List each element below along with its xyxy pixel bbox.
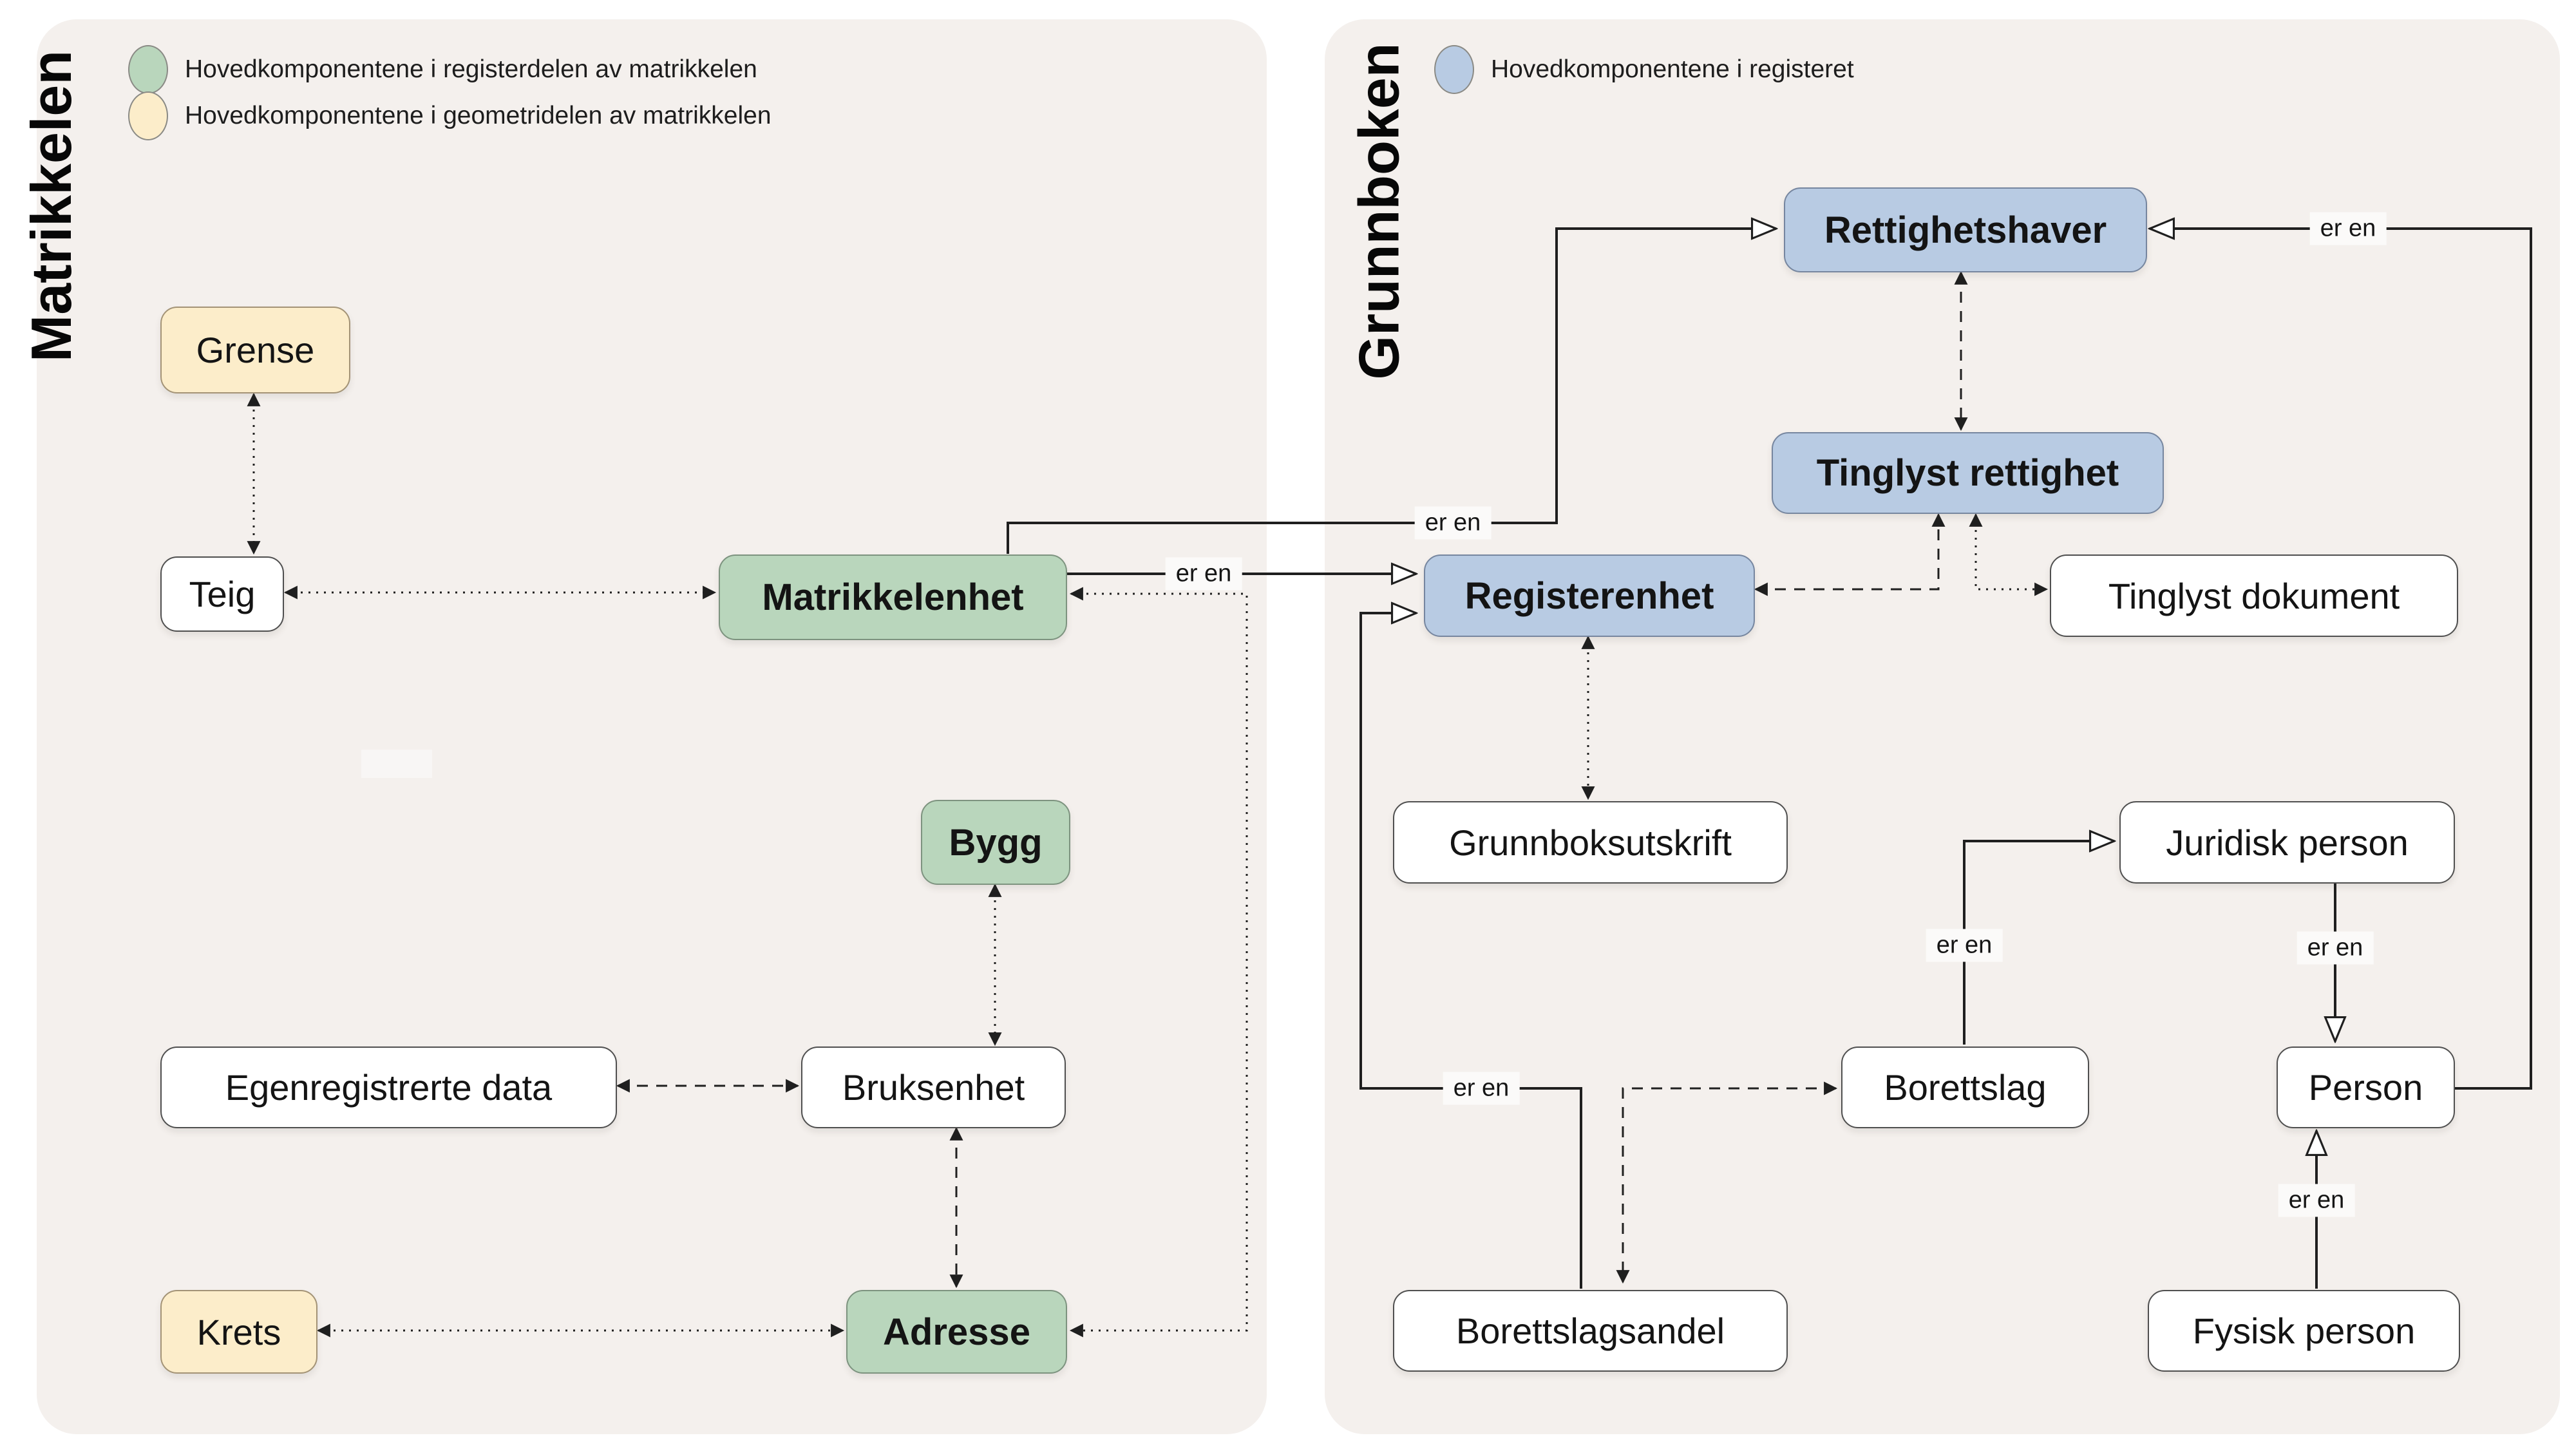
node-person: Person: [2277, 1046, 2455, 1128]
node-grunnboksutskrift: Grunnboksutskrift: [1393, 801, 1788, 884]
edge-borettslag-borettslagsandel: [1616, 1081, 1838, 1284]
legend-item-geometry-matrikkel: Hovedkomponentene i geometridelen av mat…: [128, 91, 772, 140]
edge-label-er-en: er en: [1165, 557, 1242, 591]
edge-label-er-en: er en: [2309, 212, 2387, 245]
edge-label-er-en: er en: [1926, 929, 2003, 962]
node-tinglyst-dokument: Tinglyst dokument: [2050, 554, 2458, 637]
node-matrikkelenhet: Matrikkelenhet: [719, 554, 1067, 640]
legend-item-register-matrikkel: Hovedkomponentene i registerdelen av mat…: [128, 45, 757, 94]
blank-patch: [361, 750, 432, 778]
legend-label: Hovedkomponentene i registeret: [1491, 55, 1854, 83]
node-registerenhet: Registerenhet: [1424, 554, 1755, 637]
panel-title-grunnboken: Grunnboken: [1341, 27, 1418, 395]
node-krets: Krets: [160, 1290, 317, 1374]
legend-label: Hovedkomponentene i registerdelen av mat…: [185, 55, 757, 83]
panel-title-text: Matrikkelen: [19, 50, 83, 363]
node-egenregistrerte-data: Egenregistrerte data: [160, 1046, 617, 1128]
edge-matrikkelenhet-adresse: [1069, 587, 1248, 1338]
node-rettighetshaver: Rettighetshaver: [1784, 187, 2147, 272]
node-teig: Teig: [160, 556, 284, 632]
legend-label: Hovedkomponentene i geometridelen av mat…: [185, 102, 772, 129]
node-tinglyst-rettighet: Tinglyst rettighet: [1772, 432, 2164, 514]
panel-title-text: Grunnboken: [1347, 43, 1412, 380]
legend-swatch-yellow-icon: [128, 91, 168, 140]
panel-matrikkelen: [37, 19, 1267, 1434]
node-grense: Grense: [160, 307, 350, 393]
edge-label-er-en: er en: [2297, 931, 2374, 965]
panel-title-matrikkelen: Matrikkelen: [13, 27, 90, 385]
node-juridisk-person: Juridisk person: [2119, 801, 2455, 884]
edge-label-er-en: er en: [1414, 506, 1492, 540]
edge-borettslagsandel-registerenhet: [1359, 613, 1582, 1289]
node-adresse: Adresse: [846, 1290, 1067, 1374]
legend-swatch-blue-icon: [1434, 45, 1474, 94]
edge-borettslag-juridisk-person: [1963, 841, 2114, 1045]
edge-registerenhet-tinglyst-rettighet: [1754, 513, 1946, 596]
edge-matrikkelenhet-rettighetshaver: [1007, 229, 1776, 554]
node-borettslag: Borettslag: [1841, 1046, 2089, 1128]
legend-swatch-green-icon: [128, 45, 168, 94]
legend-item-register-grunnbok: Hovedkomponentene i registeret: [1434, 45, 1854, 94]
node-fysisk-person: Fysisk person: [2148, 1290, 2460, 1372]
edge-label-er-en: er en: [2278, 1184, 2355, 1217]
node-bygg: Bygg: [921, 800, 1070, 885]
node-bruksenhet: Bruksenhet: [801, 1046, 1066, 1128]
edge-tinglyst-rettighet-tinglyst-dokument: [1969, 513, 2049, 596]
node-borettslagsandel: Borettslagsandel: [1393, 1290, 1788, 1372]
edge-label-er-en: er en: [1443, 1072, 1520, 1105]
